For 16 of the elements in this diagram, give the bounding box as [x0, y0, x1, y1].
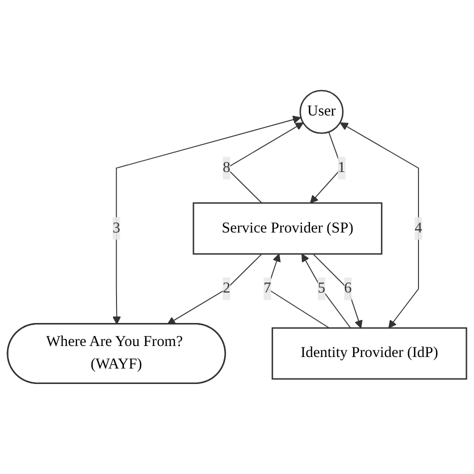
edge-label: 4 — [414, 220, 422, 236]
node-circle: User — [300, 90, 344, 134]
edge-label: 3 — [112, 220, 120, 236]
arrow — [312, 254, 363, 328]
arrow — [112, 116, 301, 325]
edge-label: 5 — [318, 280, 326, 297]
arrow — [302, 254, 352, 329]
node-box: Identity Provider (IdP) — [272, 327, 468, 380]
arrow — [340, 122, 419, 328]
edge-label: 8 — [222, 160, 230, 176]
edge-label: 2 — [222, 280, 230, 297]
edge-label: 7 — [264, 280, 272, 297]
edge-label: 1 — [338, 160, 346, 176]
node-box: Service Provider (SP) — [192, 202, 382, 255]
edge-label: 6 — [344, 280, 352, 297]
arrow — [167, 254, 262, 325]
